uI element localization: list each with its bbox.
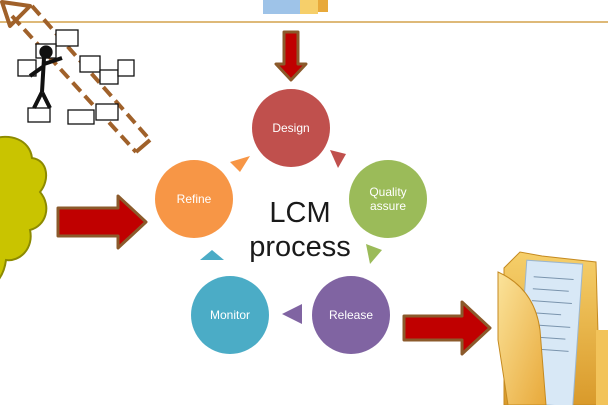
top-folder-icon <box>263 0 328 14</box>
node-monitor: Monitor <box>191 276 269 354</box>
node-refine: Refine <box>155 160 233 238</box>
cycle-arrow-release-to-monitor <box>282 304 302 324</box>
node-quality-line1: Quality <box>369 185 407 199</box>
node-refine-label: Refine <box>176 192 212 206</box>
node-release-label: Release <box>328 308 374 322</box>
node-release: Release <box>312 276 390 354</box>
folder-icon <box>497 251 608 405</box>
node-quality-assure-label: Quality assure <box>369 185 406 213</box>
node-monitor-label: Monitor <box>209 308 250 322</box>
center-title: LCM process <box>236 196 364 264</box>
top-down-arrow <box>274 30 308 82</box>
node-quality-assure: Quality assure <box>349 160 427 238</box>
node-design: Design <box>252 89 330 167</box>
center-title-line1: LCM <box>269 197 331 229</box>
cycle-arrow-design-to-quality <box>330 150 346 168</box>
cycle-arrow-refine-to-design <box>230 156 250 172</box>
cloud-shape <box>0 135 48 280</box>
node-quality-line2: assure <box>369 199 406 213</box>
bottom-right-arrow <box>402 300 492 356</box>
center-title-line2: process <box>249 231 351 263</box>
left-right-arrow <box>56 194 148 250</box>
node-design-label: Design <box>272 121 310 135</box>
cycle-arrow-quality-to-release <box>366 244 382 264</box>
stick-figure-sketch <box>17 29 135 125</box>
cycle-arrow-monitor-to-refine <box>200 250 224 260</box>
dashed-diagonal-arrow <box>0 0 152 154</box>
